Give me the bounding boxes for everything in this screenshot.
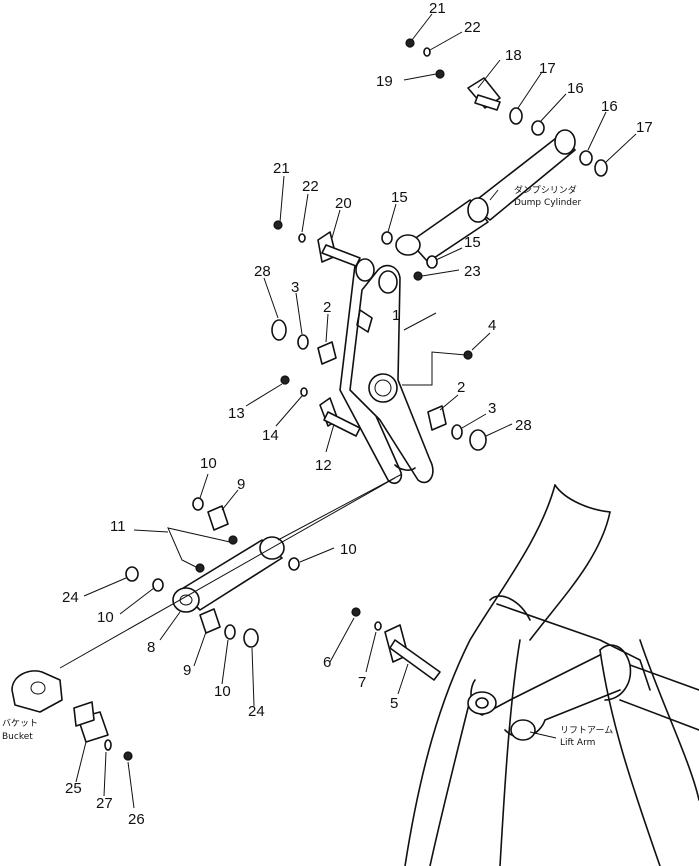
callout-21a: 21 <box>429 0 446 17</box>
callout-24a: 24 <box>62 589 79 606</box>
text-labels: ダンプシリンダ Dump Cylinder リフトアーム Lift Arm バケ… <box>2 184 613 748</box>
small-parts <box>104 38 608 761</box>
callout-27: 27 <box>96 795 113 812</box>
callout-8: 8 <box>147 639 155 656</box>
pin-18 <box>467 77 501 111</box>
callout-5: 5 <box>390 695 398 712</box>
callout-13: 13 <box>228 405 245 422</box>
callout-2b: 2 <box>457 379 465 396</box>
callout-15b: 15 <box>464 234 481 251</box>
lift-arm-frame <box>404 484 699 866</box>
bellcrank-lever <box>339 258 434 485</box>
link-rod <box>172 536 285 613</box>
pin-12 <box>319 397 361 437</box>
callout-14: 14 <box>262 427 279 444</box>
lift-arm-lower-boss <box>510 719 536 741</box>
callout-28b: 28 <box>515 417 532 434</box>
callout-24b: 24 <box>248 703 265 720</box>
callout-9a: 9 <box>237 476 245 493</box>
callout-4: 4 <box>488 317 496 334</box>
callout-2a: 2 <box>323 299 331 316</box>
callout-25: 25 <box>65 780 82 797</box>
leader-lines <box>59 13 637 809</box>
callout-18: 18 <box>505 47 522 64</box>
lift-arm-label-jp: リフトアーム <box>560 725 613 736</box>
callout-10a: 10 <box>200 455 217 472</box>
callout-10b: 10 <box>340 541 357 558</box>
callout-20: 20 <box>335 195 352 212</box>
cylinder-rod-eye <box>395 234 421 256</box>
callout-numbers: 1 2 2 3 3 4 5 6 7 8 9 9 10 10 10 10 10 1… <box>62 0 653 828</box>
callout-10d: 10 <box>214 683 231 700</box>
callout-16a: 16 <box>567 80 584 97</box>
callout-3a: 3 <box>291 279 299 296</box>
callout-17a: 17 <box>539 60 556 77</box>
pin-25 <box>73 701 109 743</box>
callout-6: 6 <box>323 654 331 671</box>
callout-3b: 3 <box>488 400 496 417</box>
callout-7: 7 <box>358 674 366 691</box>
bucket-label-jp: バケット <box>2 718 38 729</box>
callout-10c: 10 <box>97 609 114 626</box>
callout-26: 26 <box>128 811 145 828</box>
pin-5 <box>384 624 441 681</box>
pin-20 <box>317 231 361 267</box>
callout-21b: 21 <box>273 160 290 177</box>
callout-28a: 28 <box>254 263 271 280</box>
callout-12: 12 <box>315 457 332 474</box>
bucket-label-en: Bucket <box>2 732 33 742</box>
callout-11: 11 <box>110 518 126 535</box>
callout-22b: 22 <box>302 178 319 195</box>
callout-15a: 15 <box>391 189 408 206</box>
bucket-bracket <box>11 670 63 713</box>
callout-1: 1 <box>392 307 400 324</box>
callout-9b: 9 <box>183 662 191 679</box>
bellcrank-center-boss <box>368 373 398 403</box>
callout-19: 19 <box>376 73 393 90</box>
dump-cylinder <box>395 129 576 263</box>
callout-22a: 22 <box>464 19 481 36</box>
callout-17b: 17 <box>636 119 653 136</box>
callout-16b: 16 <box>601 98 618 115</box>
lift-arm-label-en: Lift Arm <box>560 738 595 748</box>
dump-cylinder-label-jp: ダンプシリンダ <box>514 184 577 196</box>
callout-23: 23 <box>464 263 481 280</box>
dump-cylinder-label-en: Dump Cylinder <box>514 198 582 208</box>
